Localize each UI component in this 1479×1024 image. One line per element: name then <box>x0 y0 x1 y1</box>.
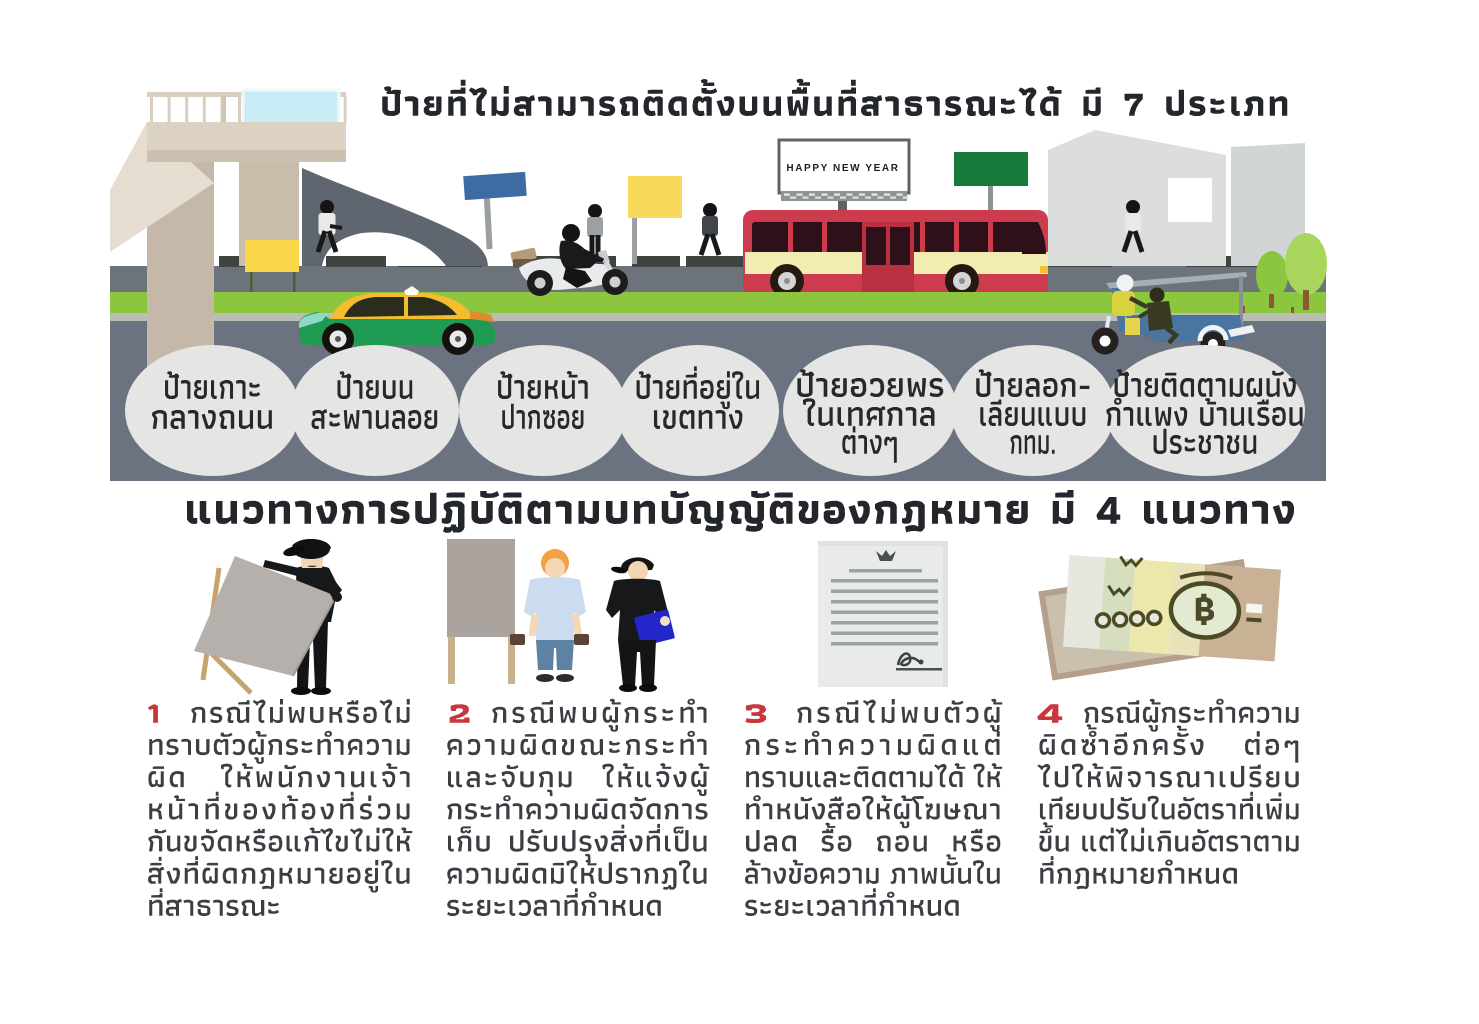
svg-text:HAPPY NEW YEAR: HAPPY NEW YEAR <box>786 163 899 174</box>
